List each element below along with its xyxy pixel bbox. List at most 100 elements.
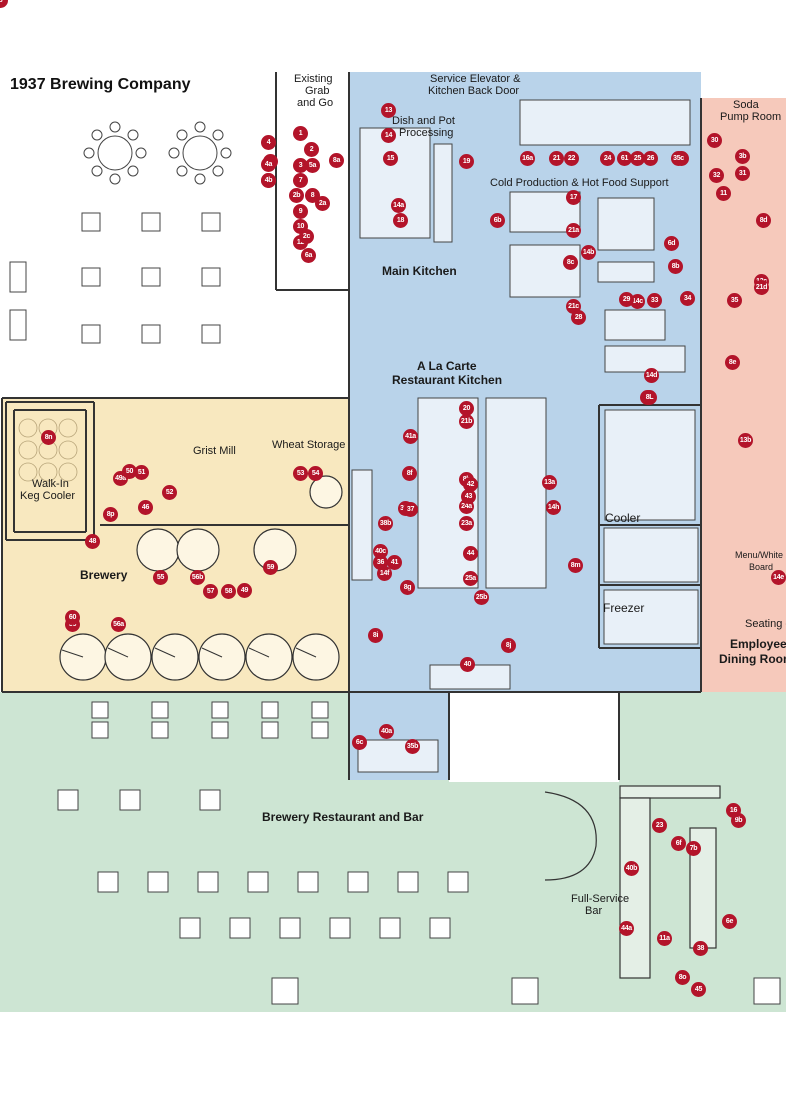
equipment-tag: 11a — [657, 931, 672, 946]
label-cooler: Cooler — [605, 511, 641, 525]
equipment-tag: 44 — [463, 546, 478, 561]
equipment-tag: 8p — [103, 507, 118, 522]
equipment-tag: 33 — [647, 293, 662, 308]
equipment-tag: 48 — [85, 534, 100, 549]
equipment-tag: 16 — [726, 803, 741, 818]
label-soda-pump-1: Soda — [733, 99, 759, 111]
equipment-tag: 4 — [261, 135, 276, 150]
equipment-tag: 24 — [600, 151, 615, 166]
equipment-tag: 13a — [542, 475, 557, 490]
equipment-tag: 60 — [65, 610, 80, 625]
label-dish-pot-2: Processing — [399, 127, 454, 139]
equipment-tag: 31 — [735, 166, 750, 181]
equipment-tag: 26 — [643, 151, 658, 166]
equipment-tag: 14h — [546, 500, 561, 515]
equipment-tag: 4b — [261, 173, 276, 188]
equipment-tag: 3b — [735, 149, 750, 164]
label-main-kitchen: Main Kitchen — [382, 264, 457, 278]
equipment-tag: 20 — [459, 401, 474, 416]
equipment-tag: 8L — [642, 390, 657, 405]
equipment-tag: 29 — [619, 292, 634, 307]
equipment-tag: 44a — [619, 921, 634, 936]
equipment-tag: 13 — [381, 103, 396, 118]
label-brewery: Brewery — [80, 568, 128, 582]
equipment-tag: 46 — [138, 500, 153, 515]
label-a-la-carte-1: A La Carte — [417, 359, 477, 373]
equipment-tag: 8n — [41, 430, 56, 445]
equipment-tag: 41a — [403, 429, 418, 444]
equipment-tag: 5a — [305, 158, 320, 173]
equipment-tag: 14e — [771, 570, 786, 585]
equipment-tag: 32 — [709, 168, 724, 183]
label-seating: Seating - — [745, 618, 786, 630]
equipment-tag: 55 — [153, 570, 168, 585]
label-menu-board-2: Board — [749, 562, 774, 572]
equipment-tag: 22 — [564, 151, 579, 166]
label-soda-pump-2: Pump Room — [720, 111, 782, 123]
label-grab-and-go-1: Existing — [294, 73, 333, 85]
label-brewery-restaurant: Brewery Restaurant and Bar — [262, 810, 424, 824]
equipment-tag: 49 — [237, 583, 252, 598]
equipment-tag: 56b — [190, 570, 205, 585]
equipment-tag: 25a — [463, 571, 478, 586]
equipment-tag: 18 — [393, 213, 408, 228]
equipment-tag: 53 — [293, 466, 308, 481]
equipment-tag: 58 — [221, 584, 236, 599]
label-grist-mill: Grist Mill — [193, 445, 236, 457]
equipment-tag: 3 — [293, 158, 308, 173]
equipment-tag: 2a — [315, 196, 330, 211]
equipment-tag: 41 — [387, 555, 402, 570]
label-grab-and-go-3: and Go — [297, 97, 334, 109]
equipment-tag: 35b — [405, 739, 420, 754]
equipment-tag: 17 — [566, 190, 581, 205]
equipment-tag: 59 — [263, 560, 278, 575]
equipment-tag: 56a — [111, 617, 126, 632]
equipment-tag: 8a — [329, 153, 344, 168]
equipment-tag: 15 — [383, 151, 398, 166]
equipment-tag: 6e — [722, 914, 737, 929]
equipment-tag: 35c — [671, 151, 686, 166]
equipment-tag: 57 — [203, 584, 218, 599]
equipment-tag: 54 — [308, 466, 323, 481]
label-wheat-storage: Wheat Storage — [272, 439, 346, 451]
equipment-tag: 38 — [693, 941, 708, 956]
equipment-tag: 16a — [520, 151, 535, 166]
equipment-tag: 52 — [162, 485, 177, 500]
equipment-tag: 8e — [725, 355, 740, 370]
label-freezer: Freezer — [603, 601, 645, 615]
equipment-tag: 45 — [691, 982, 706, 997]
equipment-tag: 8f — [402, 466, 417, 481]
equipment-tag: 6f — [671, 836, 686, 851]
label-walk-in-2: Keg Cooler — [20, 490, 76, 502]
equipment-tag: 21b — [459, 414, 474, 429]
label-a-la-carte-2: Restaurant Kitchen — [392, 373, 503, 387]
label-dish-pot-1: Dish and Pot — [392, 115, 455, 127]
equipment-tag: 28 — [571, 310, 586, 325]
equipment-tag: 14b — [581, 245, 596, 260]
equipment-tag: 19 — [459, 154, 474, 169]
equipment-tag: 13b — [738, 433, 753, 448]
label-employee-dining-1: Employee — [730, 637, 786, 651]
equipment-tag: 40c — [373, 544, 388, 559]
equipment-tag: 9 — [293, 204, 308, 219]
equipment-tag: 36 — [373, 555, 388, 570]
equipment-tag: 40 — [460, 657, 475, 672]
equipment-tag: 8 — [0, 0, 8, 8]
equipment-tag: 25b — [474, 590, 489, 605]
equipment-tag: 6a — [301, 248, 316, 263]
label-grab-and-go-2: Grab — [305, 85, 330, 97]
equipment-tag: 2c — [299, 229, 314, 244]
equipment-tag: 43 — [461, 489, 476, 504]
equipment-tag: 8b — [668, 259, 683, 274]
equipment-tag: 42 — [463, 477, 478, 492]
equipment-tag: 21a — [566, 223, 581, 238]
equipment-tag: 25 — [630, 151, 645, 166]
label-full-service-1: Full-Service — [571, 893, 630, 905]
equipment-tag: 2b — [289, 188, 304, 203]
equipment-tag: 8g — [400, 580, 415, 595]
equipment-tag: 21d — [754, 280, 769, 295]
equipment-tag: 14d — [644, 368, 659, 383]
label-service-elevator-2: Kitchen Back Door — [428, 85, 520, 97]
equipment-tag: 8j — [501, 638, 516, 653]
